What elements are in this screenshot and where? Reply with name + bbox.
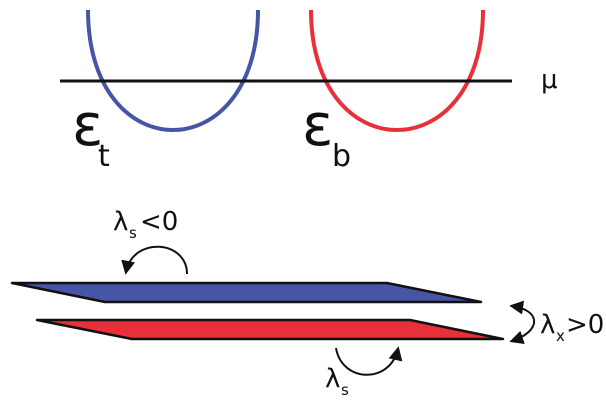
lambda-s-bottom-arrow [335, 346, 403, 376]
lambda-s-top-relation: <0 [140, 207, 178, 237]
bottom-band-parabola [309, 9, 485, 132]
lambda-s-top-symbol: λ [113, 207, 128, 237]
lambda-x-symbol: λ [540, 310, 555, 340]
epsilon-t-symbol: ε [72, 91, 103, 159]
lambda-x-subscript: x [556, 327, 565, 345]
lambda-s-top-subscript: s [129, 224, 137, 242]
lambda-s-bottom-symbol: λ [325, 364, 340, 394]
epsilon-b-subscript: b [332, 139, 351, 174]
lambda-x-relation: >0 [566, 310, 604, 340]
lambda-s-bottom-subscript: s [341, 381, 349, 399]
top-layer-sheet [10, 281, 483, 304]
lambda-s-top-arrow [121, 245, 188, 275]
lambda-x-arrow [509, 300, 536, 345]
mu-label: μ [541, 65, 558, 95]
bottom-layer-sheet [35, 318, 505, 341]
top-band-parabola [86, 9, 260, 132]
epsilon-b-symbol: ε [302, 91, 333, 159]
epsilon-t-subscript: t [98, 139, 110, 174]
